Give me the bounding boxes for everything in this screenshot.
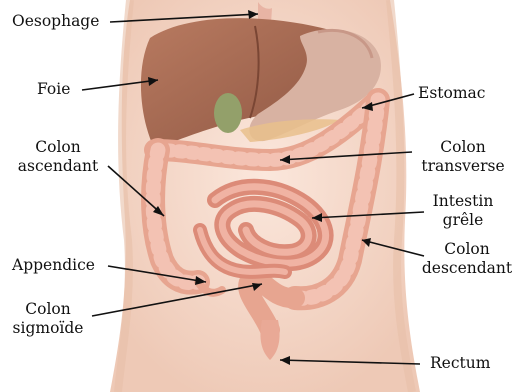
label-intestin-grele-line2: grêle xyxy=(428,211,498,230)
label-colon-transverse-line1: Colon xyxy=(418,138,508,157)
gallbladder-shape xyxy=(214,93,242,133)
label-colon-sigmoide: Colon sigmoïde xyxy=(8,300,88,338)
label-colon-transverse: Colon transverse xyxy=(418,138,508,176)
label-colon-descendant-line2: descendant xyxy=(420,259,514,278)
label-colon-ascendant-line1: Colon xyxy=(8,138,108,157)
label-colon-ascendant-line2: ascendant xyxy=(8,157,108,176)
label-intestin-grele: Intestin grêle xyxy=(428,192,498,230)
label-colon-descendant-line1: Colon xyxy=(420,240,514,259)
label-colon-transverse-line2: transverse xyxy=(418,157,508,176)
label-oesophage: Oesophage xyxy=(12,12,99,31)
label-foie: Foie xyxy=(37,80,70,99)
label-estomac: Estomac xyxy=(418,84,485,103)
label-rectum: Rectum xyxy=(430,354,490,373)
label-colon-sigmoide-line2: sigmoïde xyxy=(8,319,88,338)
label-colon-ascendant: Colon ascendant xyxy=(8,138,108,176)
label-appendice: Appendice xyxy=(12,256,95,275)
label-colon-sigmoide-line1: Colon xyxy=(8,300,88,319)
label-colon-descendant: Colon descendant xyxy=(420,240,514,278)
label-intestin-grele-line1: Intestin xyxy=(428,192,498,211)
